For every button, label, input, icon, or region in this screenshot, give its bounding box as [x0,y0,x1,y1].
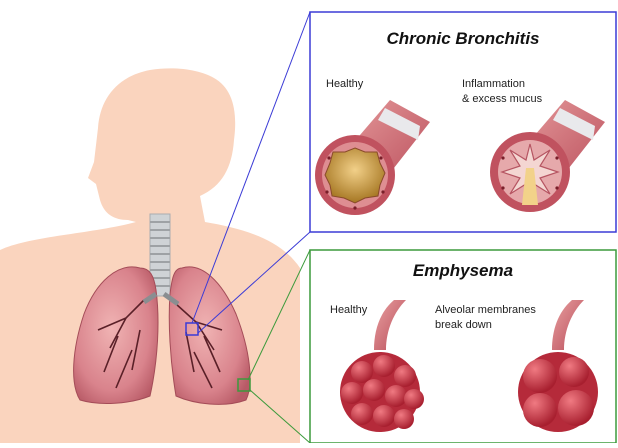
bronchitis-panel: Chronic Bronchitis Healthy Inflammation … [310,12,616,232]
bronchitis-title: Chronic Bronchitis [386,29,539,48]
bronchitis-affected-label-line1: Inflammation [462,78,525,90]
emphysema-panel: Emphysema Healthy Alveolar membranes bre… [310,250,616,443]
emphysema-affected-label-line1: Alveolar membranes [435,304,536,316]
bronchitis-healthy-label: Healthy [326,78,364,90]
emphysema-healthy-label: Healthy [330,304,368,316]
emphysema-affected-label-line2: break down [435,319,492,331]
emphysema-title: Emphysema [413,261,513,280]
bronchitis-affected-label-line2: & excess mucus [462,93,543,105]
